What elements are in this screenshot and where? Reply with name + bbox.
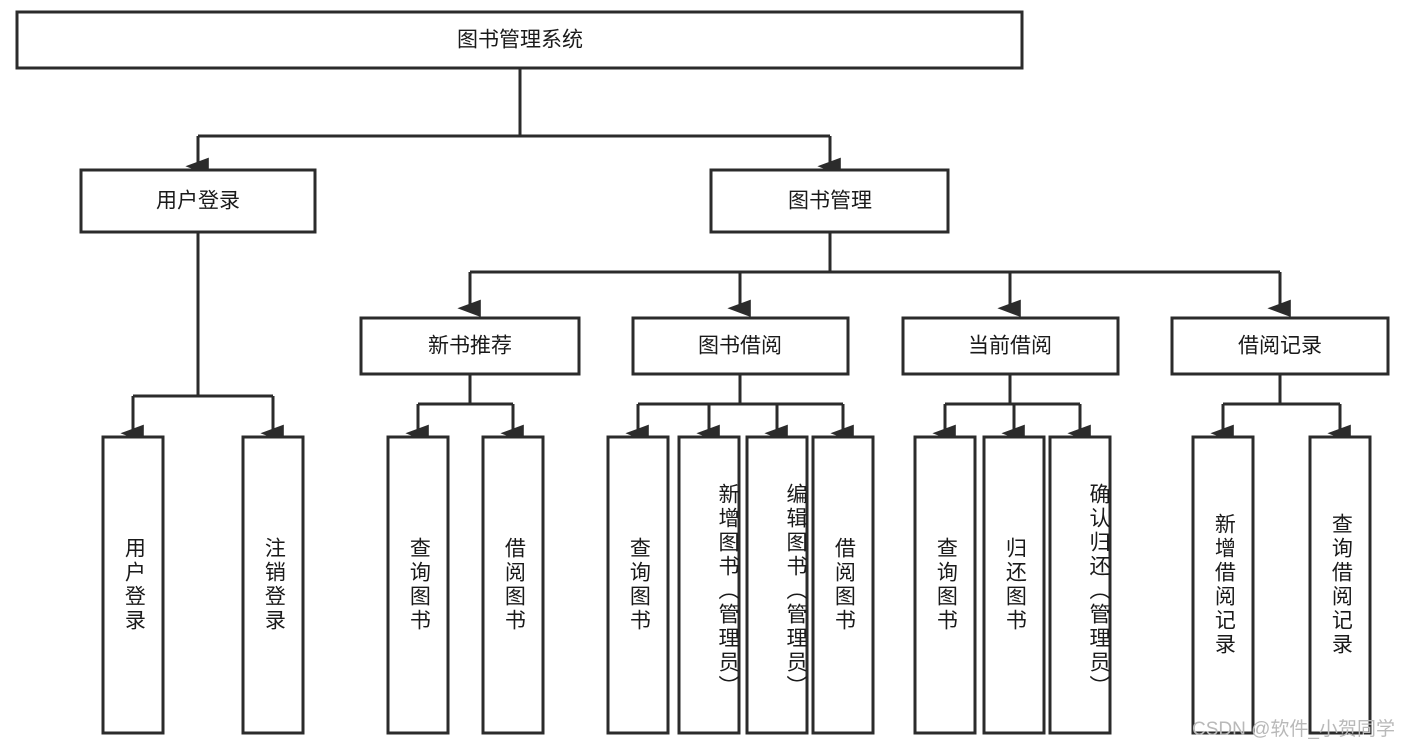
leaf-box-current-borrow-0[interactable] (913, 435, 977, 735)
leaf-boxes-new-book-recommend (386, 435, 545, 735)
node-borrow-record-box[interactable] (1170, 316, 1390, 376)
node-current-borrow[interactable]: 当前借阅 (901, 316, 1120, 376)
connector-group-user-login (120, 232, 284, 442)
leaf-box-borrow-record-0[interactable] (1191, 435, 1255, 735)
node-new-book-recommend-label: 新书推荐 (428, 335, 512, 358)
node-user-login[interactable]: 用户登录 (79, 168, 317, 234)
connector-group-current-borrow (932, 374, 1091, 442)
connector-group-new-book (405, 374, 524, 442)
node-book-management-label: 图书管理 (788, 190, 872, 213)
connector-group-book-mgmt (457, 232, 1291, 317)
node-new-book-recommend-box[interactable] (359, 316, 581, 376)
node-book-borrow-box[interactable] (631, 316, 850, 376)
node-borrow-record-label: 借阅记录 (1238, 335, 1322, 358)
leaf-boxes-borrow-record (1191, 435, 1372, 735)
leaf-box-borrow-record-1[interactable] (1308, 435, 1372, 735)
leaf-box-user-login-0[interactable] (101, 435, 165, 735)
node-root[interactable]: 图书管理系统 (15, 10, 1024, 70)
leaf-box-new-book-0[interactable] (386, 435, 450, 735)
connector-group-root (185, 68, 841, 175)
connector-group-borrow-record (1210, 374, 1351, 442)
csdn-watermark: CSDN @软件_小贺同学 (1192, 719, 1395, 740)
connector-group-book-borrow (625, 374, 854, 442)
node-root-box[interactable] (15, 10, 1024, 70)
node-new-book-recommend[interactable]: 新书推荐 (359, 316, 581, 376)
leaf-box-book-borrow-0[interactable] (606, 435, 670, 735)
node-current-borrow-box[interactable] (901, 316, 1120, 376)
node-current-borrow-label: 当前借阅 (968, 335, 1052, 358)
leaf-boxes-book-borrow (606, 435, 875, 735)
leaf-box-user-login-1[interactable] (241, 435, 305, 735)
node-user-login-label: 用户登录 (156, 190, 240, 213)
node-book-management[interactable]: 图书管理 (709, 168, 950, 234)
leaf-box-current-borrow-2[interactable] (1048, 435, 1112, 735)
node-book-borrow[interactable]: 图书借阅 (631, 316, 850, 376)
leaf-box-book-borrow-2[interactable] (745, 435, 809, 735)
leaf-box-current-borrow-1[interactable] (982, 435, 1046, 735)
leaf-box-new-book-1[interactable] (481, 435, 545, 735)
node-book-borrow-label: 图书借阅 (698, 335, 782, 358)
leaf-box-book-borrow-3[interactable] (811, 435, 875, 735)
leaf-boxes-current-borrow (913, 435, 1112, 735)
node-root-label: 图书管理系统 (457, 29, 583, 52)
node-user-login-box[interactable] (79, 168, 317, 234)
leaf-box-book-borrow-1[interactable] (677, 435, 741, 735)
node-borrow-record[interactable]: 借阅记录 (1170, 316, 1390, 376)
leaf-boxes-user-login (101, 435, 305, 735)
node-book-management-box[interactable] (709, 168, 950, 234)
